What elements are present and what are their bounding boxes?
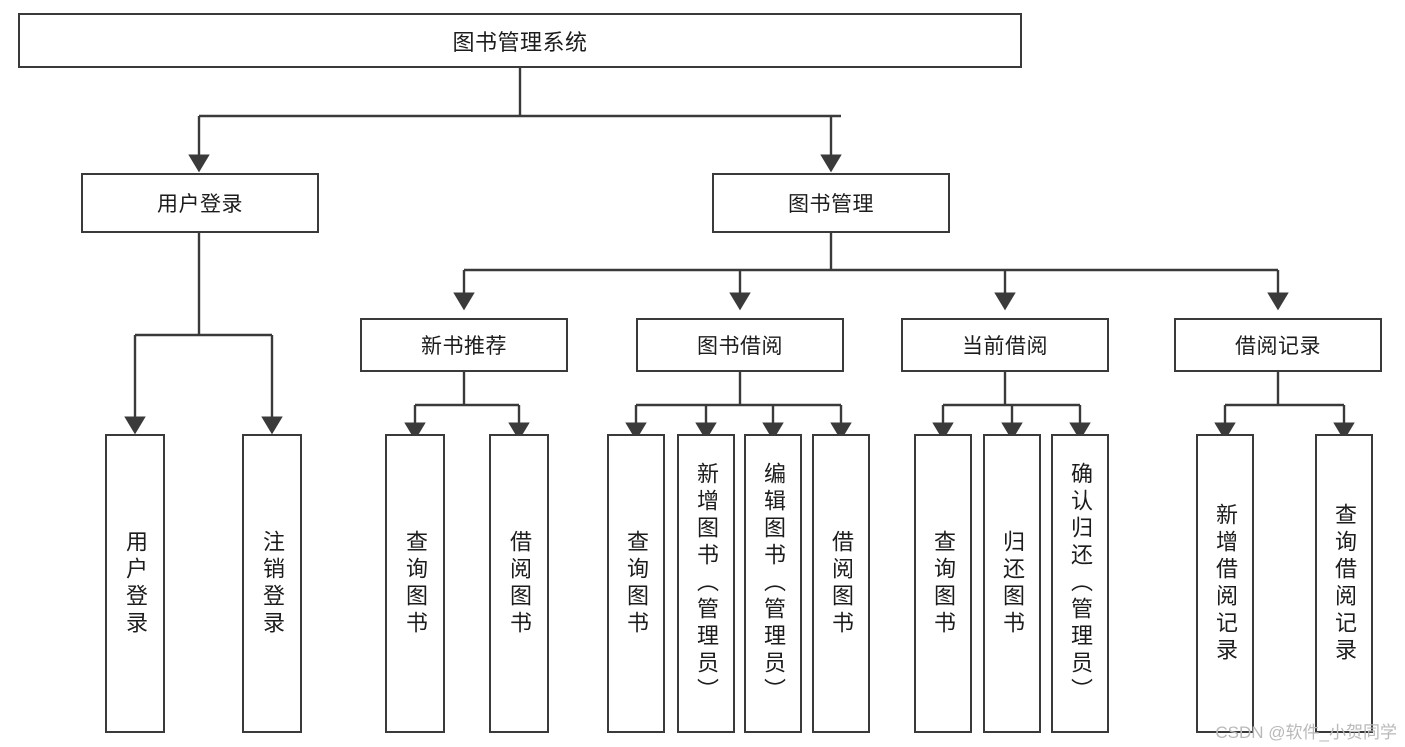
leaf-new-book-borrow[interactable]: 借阅图书 [489,434,549,733]
node-current-borrow[interactable]: 当前借阅 [901,318,1109,372]
leaf-new-book-query[interactable]: 查询图书 [385,434,445,733]
node-borrow-record[interactable]: 借阅记录 [1174,318,1382,372]
leaf-user-login-logout[interactable]: 注销登录 [242,434,302,733]
node-user-login[interactable]: 用户登录 [81,173,319,233]
node-book-borrow[interactable]: 图书借阅 [636,318,844,372]
leaf-book-borrow-edit-admin[interactable]: 编辑图书（管理员） [744,434,802,733]
leaf-book-borrow-query[interactable]: 查询图书 [607,434,665,733]
leaf-borrow-record-add[interactable]: 新增借阅记录 [1196,434,1254,733]
node-root-system[interactable]: 图书管理系统 [18,13,1022,68]
csdn-watermark: CSDN @软件_小贺同学 [1215,723,1397,742]
leaf-book-borrow-borrow[interactable]: 借阅图书 [812,434,870,733]
leaf-user-login-login[interactable]: 用户登录 [105,434,165,733]
leaf-borrow-record-query[interactable]: 查询借阅记录 [1315,434,1373,733]
leaf-book-borrow-add-admin[interactable]: 新增图书（管理员） [677,434,735,733]
leaf-current-borrow-return[interactable]: 归还图书 [983,434,1041,733]
leaf-current-borrow-confirm-admin[interactable]: 确认归还（管理员） [1051,434,1109,733]
node-book-management[interactable]: 图书管理 [712,173,950,233]
leaf-current-borrow-query[interactable]: 查询图书 [914,434,972,733]
node-new-book-recommend[interactable]: 新书推荐 [360,318,568,372]
